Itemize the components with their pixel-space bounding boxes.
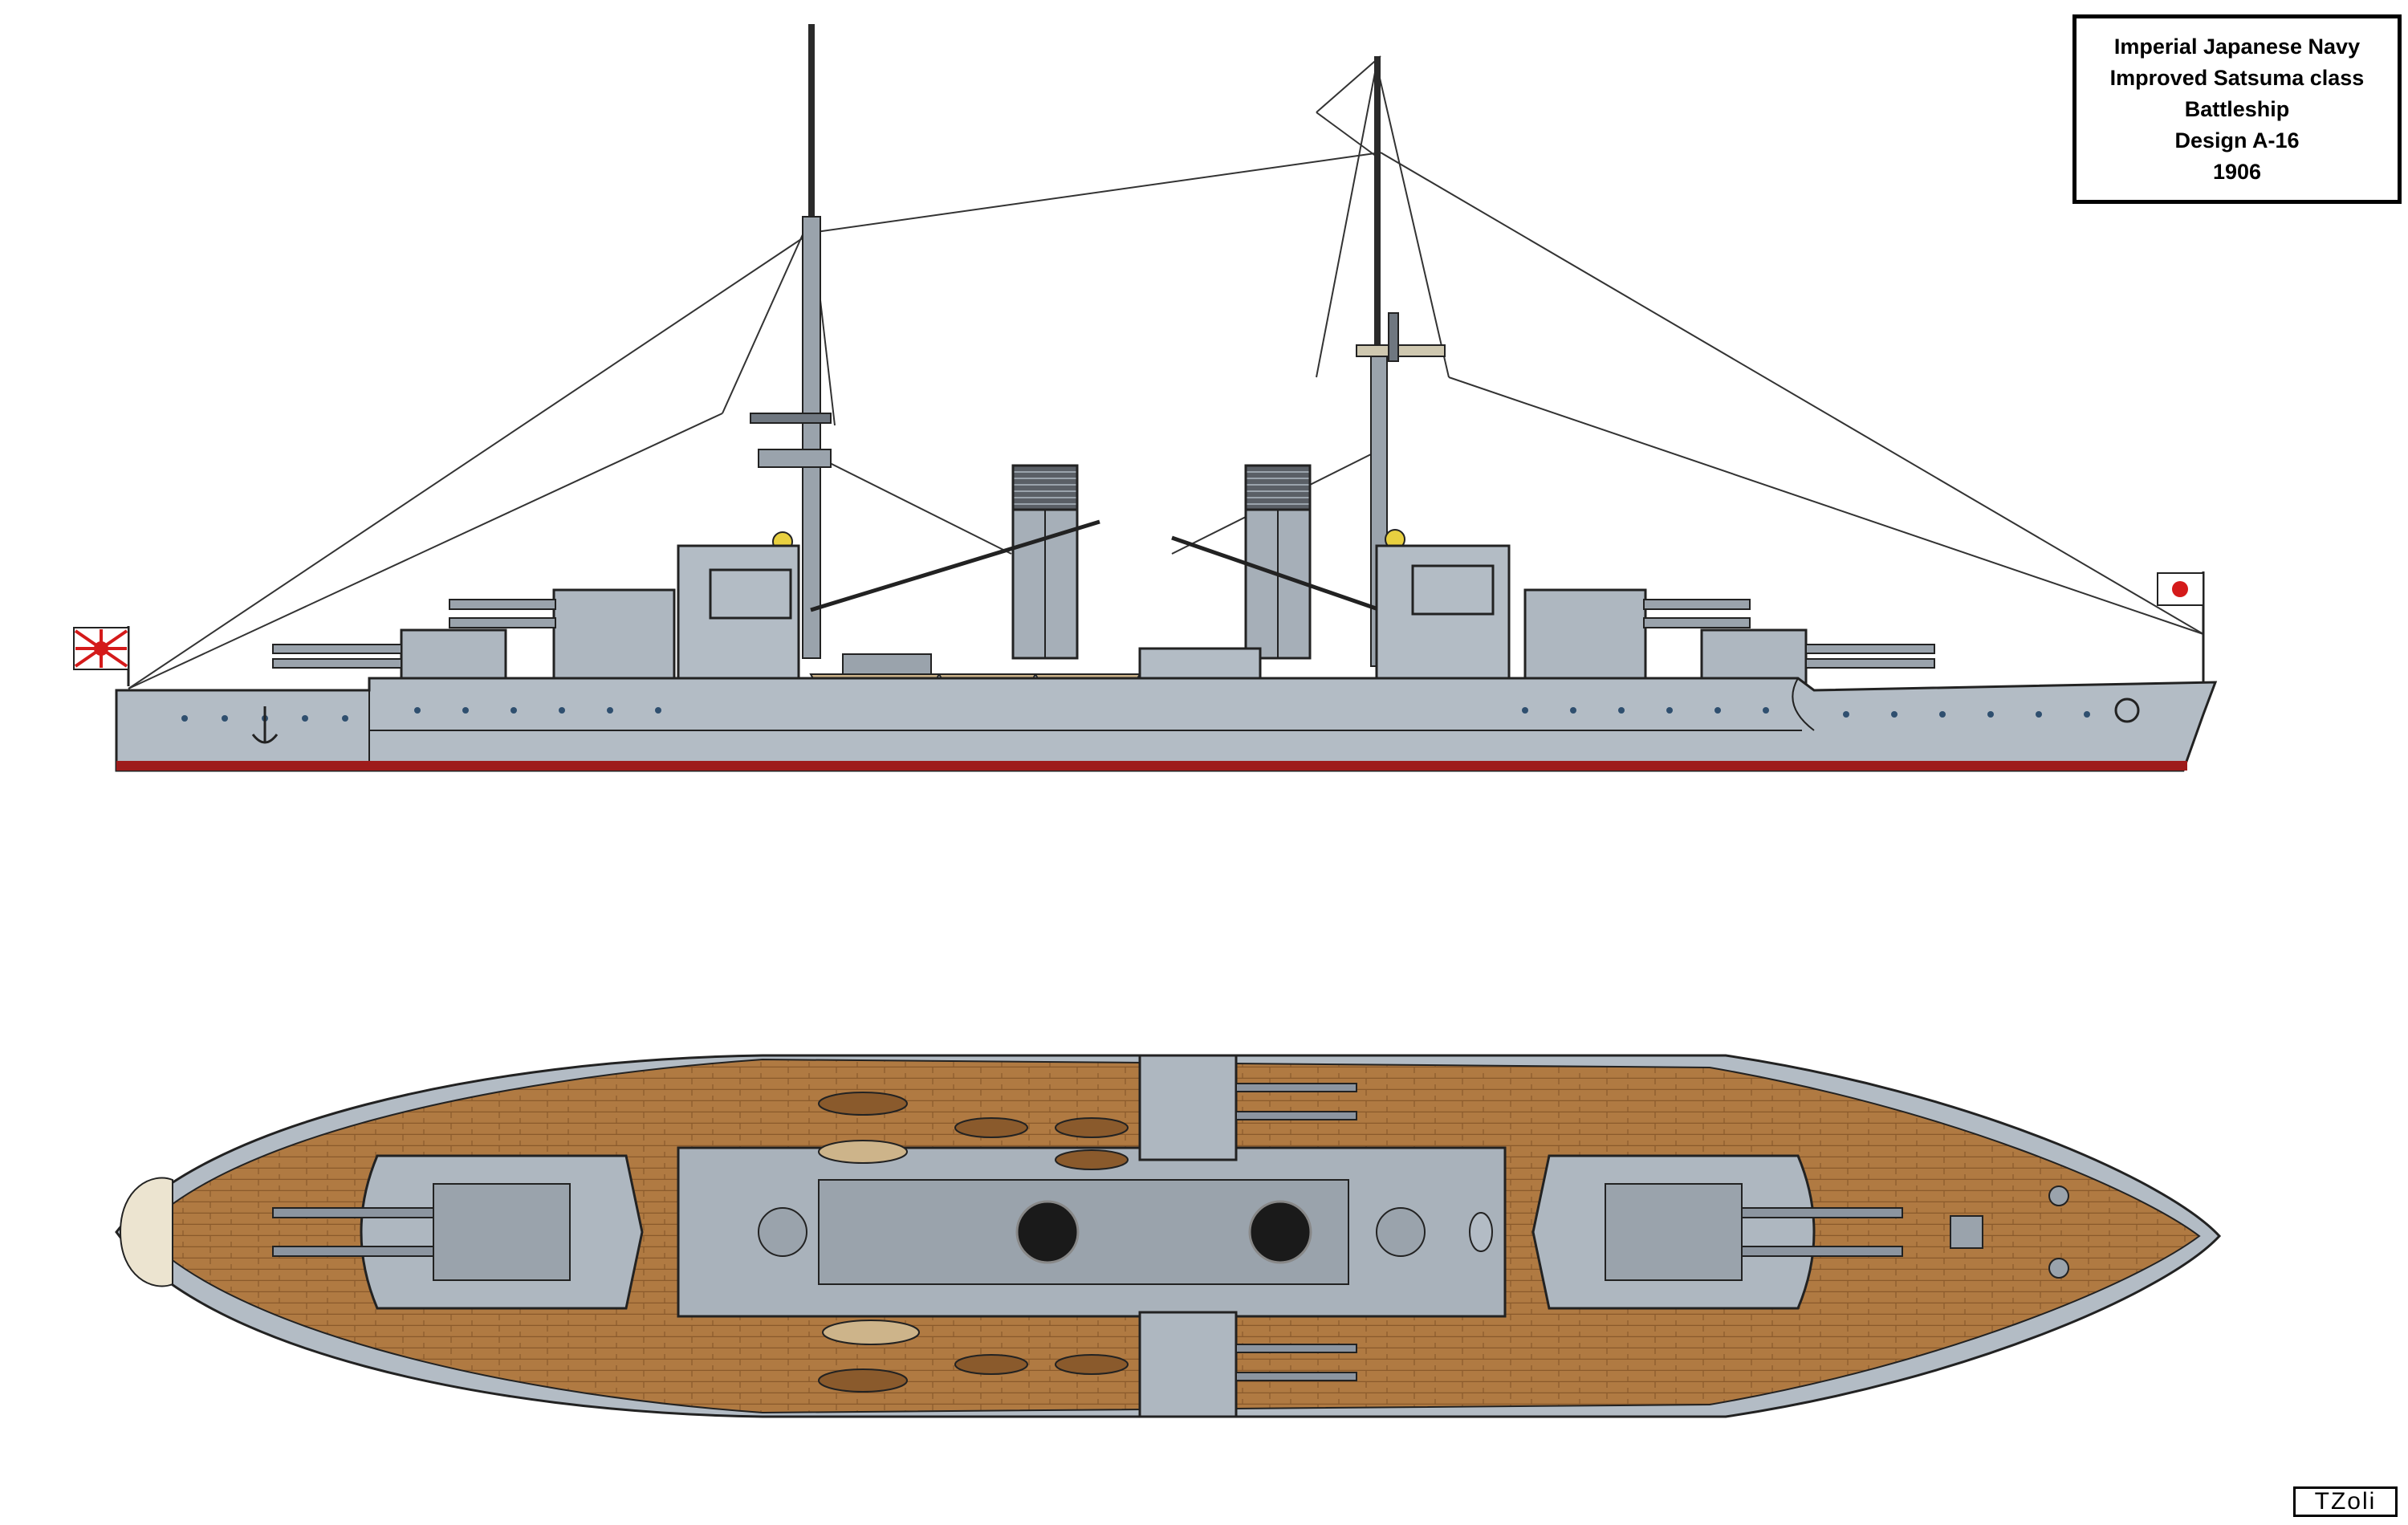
plan-funnels	[1015, 1200, 1312, 1264]
title-line-class: Improved Satsuma class	[2109, 65, 2365, 90]
title-line-year: 1906	[2212, 159, 2262, 184]
plan-superstructure	[677, 1146, 1507, 1318]
title-line-navy: Imperial Japanese Navy	[2113, 34, 2361, 59]
signature-text: TZoli	[2314, 1488, 2377, 1515]
hull-profile	[115, 677, 2218, 772]
funnels	[1011, 464, 1312, 660]
artist-signature: TZoli	[2293, 1486, 2398, 1517]
title-block: Imperial Japanese Navy Improved Satsuma …	[2072, 14, 2402, 204]
rigging-lines	[128, 55, 2204, 689]
derricks	[810, 519, 1381, 612]
plan-bow-fittings	[1950, 1185, 2069, 1279]
title-line-design: Design A-16	[2174, 128, 2300, 152]
stern-awning	[119, 1177, 173, 1287]
top-plan-view	[115, 1054, 2222, 1418]
plan-boats	[818, 1092, 1129, 1393]
fore-mast	[750, 24, 832, 659]
plan-main-turret-aft	[272, 1154, 644, 1310]
plan-wing-turret-port	[1138, 1054, 1357, 1161]
portholes	[181, 707, 2090, 722]
plan-mast-bases	[758, 1207, 1493, 1257]
superstructure	[677, 544, 1511, 692]
title-line-type: Battleship	[2184, 96, 2290, 121]
plan-wing-turret-starboard	[1138, 1311, 1357, 1418]
anchor-icon	[251, 697, 2140, 744]
plan-main-turret-fore	[1531, 1154, 1903, 1310]
naval-ensign-flag	[73, 626, 130, 686]
main-turret-fore	[449, 588, 676, 688]
jack-flag	[2157, 571, 2205, 682]
side-profile-view	[73, 24, 2218, 772]
